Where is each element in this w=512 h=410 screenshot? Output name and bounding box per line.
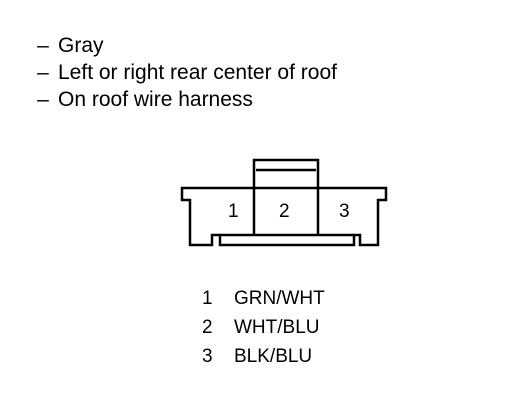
pin-number: 2 — [202, 317, 213, 338]
pin-row: 1 GRN/WHT — [196, 284, 325, 313]
cavity-label-3: 3 — [339, 201, 350, 222]
cavity-label-2: 2 — [279, 201, 290, 222]
connector-lock-tab — [252, 158, 320, 188]
note-text: Left or right rear center of roof — [58, 61, 337, 84]
pin-row: 3 BLK/BLU — [196, 342, 325, 371]
cavity-label-1: 1 — [228, 201, 239, 222]
connector-face-diagram: 1 2 3 — [180, 158, 388, 247]
note-location: –Left or right rear center of roof — [28, 59, 337, 86]
pin-wire-color: GRN/WHT — [234, 288, 325, 309]
pin-number: 3 — [202, 346, 213, 367]
pin-assignment-list: 1 GRN/WHT 2 WHT/BLU 3 BLK/BLU — [196, 284, 325, 371]
note-harness: –On roof wire harness — [28, 86, 337, 113]
dash: – — [37, 61, 49, 84]
connector-notes: –Gray –Left or right rear center of roof… — [28, 32, 337, 113]
note-text: On roof wire harness — [58, 88, 253, 111]
dash: – — [37, 88, 49, 111]
pin-wire-color: BLK/BLU — [234, 346, 313, 367]
pin-wire-color: WHT/BLU — [234, 317, 320, 338]
dash: – — [37, 34, 49, 57]
pin-number: 1 — [202, 288, 213, 309]
note-text: Gray — [58, 34, 104, 57]
pin-row: 2 WHT/BLU — [196, 313, 325, 342]
note-color: –Gray — [28, 32, 337, 59]
connector-housing — [180, 186, 388, 247]
